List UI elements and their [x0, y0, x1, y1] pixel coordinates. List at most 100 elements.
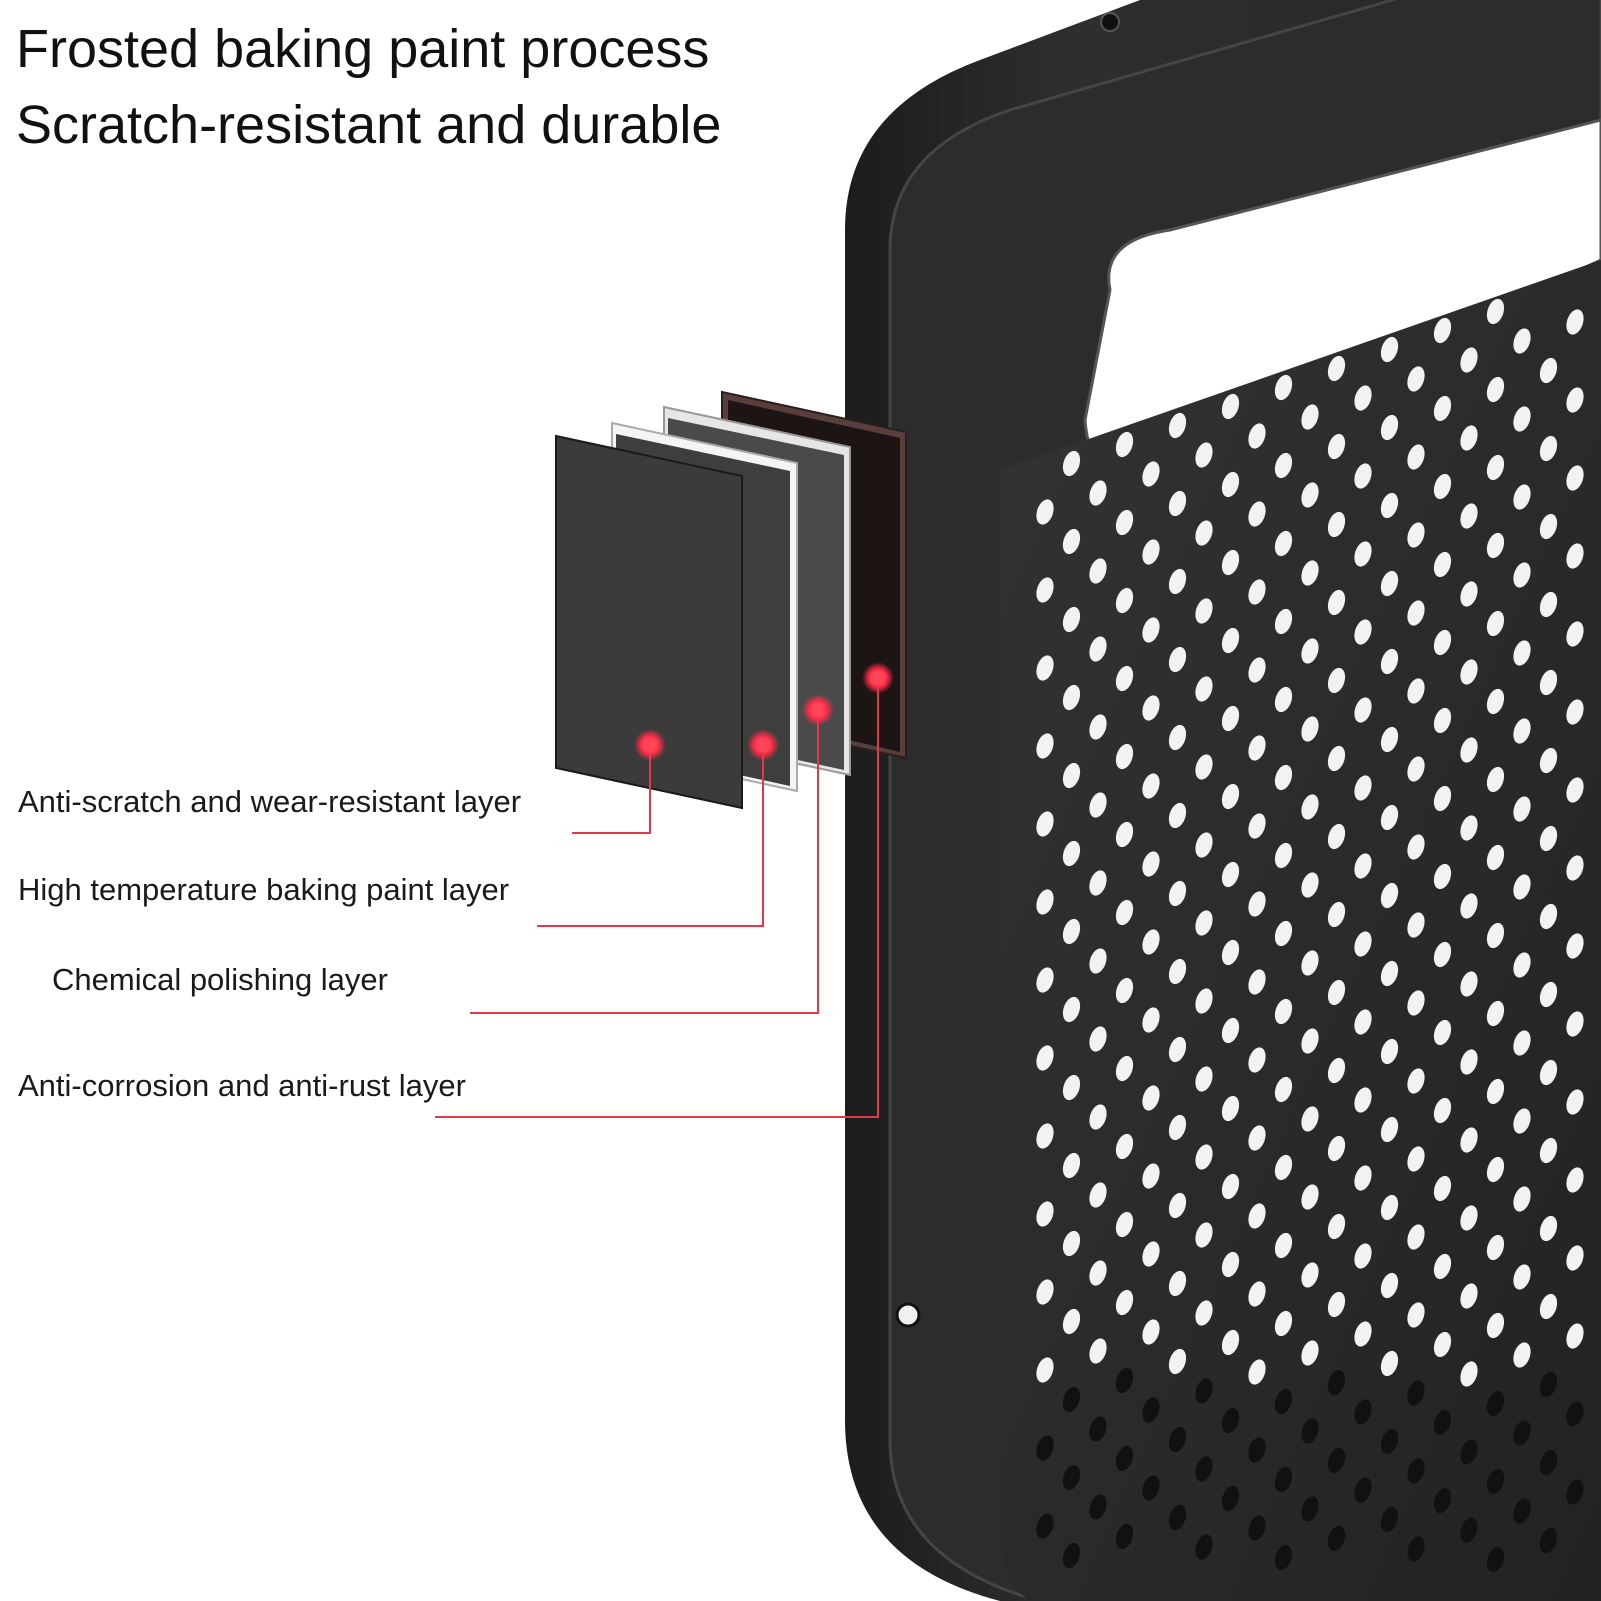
- perforation-hole: [1062, 1464, 1081, 1491]
- perforation-hole: [1513, 406, 1531, 432]
- perforation-hole: [1168, 1192, 1187, 1219]
- perforation-hole: [1486, 1078, 1505, 1105]
- perforation-hole: [1248, 1047, 1266, 1073]
- perforation-hole: [1354, 385, 1372, 411]
- perforation-hole: [1513, 484, 1531, 510]
- perforation-hole: [1089, 1416, 1107, 1442]
- perforation-hole: [1221, 1485, 1240, 1512]
- perforation-hole: [1354, 619, 1372, 645]
- perforation-hole: [1142, 929, 1160, 955]
- perforation-hole: [1062, 450, 1081, 477]
- perforation-hole: [1062, 528, 1081, 555]
- perforation-hole: [1354, 853, 1372, 879]
- leader-line-anti-scratch: [572, 745, 651, 834]
- perforation-hole: [1274, 1076, 1293, 1103]
- perforation-hole: [1407, 366, 1425, 392]
- perforation-hole: [1433, 707, 1452, 734]
- perforation-hole: [1062, 762, 1081, 789]
- perforation-hole: [1274, 374, 1293, 401]
- marker-dot-icon: [756, 738, 770, 752]
- marker-dot-icon: [811, 703, 825, 717]
- perforation-hole: [1380, 570, 1399, 597]
- perforation-hole: [1513, 1108, 1531, 1134]
- perforation-hole: [1195, 598, 1213, 624]
- perforation-hole: [1089, 1182, 1107, 1208]
- perforation-hole: [1380, 648, 1399, 675]
- perforation-hole: [1539, 1371, 1558, 1398]
- perforation-hole: [1354, 1399, 1372, 1425]
- perforation-hole: [1301, 794, 1319, 820]
- perforation-hole: [1460, 1361, 1478, 1387]
- perforation-hole: [1221, 705, 1240, 732]
- perforation-hole: [1513, 718, 1531, 744]
- perforation-hole: [1539, 669, 1558, 696]
- perforation-hole: [1354, 1009, 1372, 1035]
- perforation-hole: [1301, 560, 1319, 586]
- perforation-hole: [1221, 1173, 1240, 1200]
- perforation-hole: [1566, 1401, 1584, 1427]
- perforation-hole: [1486, 298, 1505, 325]
- perforation-hole: [1566, 933, 1584, 959]
- headline-line-2: Scratch-resistant and durable: [16, 95, 722, 155]
- perforation-hole: [1062, 606, 1081, 633]
- perforation-hole: [1168, 724, 1187, 751]
- headline-line-1: Frosted baking paint process: [16, 19, 710, 79]
- perforation-hole: [1460, 1127, 1478, 1153]
- perforation-hole: [1486, 1546, 1505, 1573]
- perforation-hole: [1566, 1323, 1584, 1349]
- perforation-hole: [1327, 355, 1346, 382]
- perforation-hole: [1115, 1289, 1134, 1316]
- perforation-hole: [1301, 1028, 1319, 1054]
- perforation-hole: [1301, 1418, 1319, 1444]
- perforation-hole: [1513, 1420, 1531, 1446]
- screw-hole-icon: [895, 1302, 921, 1328]
- perforation-hole: [1460, 503, 1478, 529]
- perforation-hole: [1566, 309, 1584, 335]
- perforation-hole: [1142, 851, 1160, 877]
- perforation-hole: [1274, 998, 1293, 1025]
- perforation-hole: [1380, 1038, 1399, 1065]
- perforation-hole: [1407, 1146, 1425, 1172]
- perforation-hole: [1274, 842, 1293, 869]
- perforation-hole: [1036, 1045, 1054, 1071]
- perforation-hole: [1168, 568, 1187, 595]
- perforation-hole: [1513, 328, 1531, 354]
- perforation-hole: [1301, 950, 1319, 976]
- perforation-hole: [1274, 1310, 1293, 1337]
- perforation-hole: [1433, 785, 1452, 812]
- perforation-hole: [1142, 695, 1160, 721]
- perforation-hole: [1433, 1097, 1452, 1124]
- perforation-hole: [1115, 977, 1134, 1004]
- leader-lines: [435, 678, 879, 1118]
- perforation-hole: [1195, 754, 1213, 780]
- perforation-hole: [1433, 629, 1452, 656]
- perforation-hole: [1142, 773, 1160, 799]
- label-anti-scratch-layer: Anti-scratch and wear-resistant layer: [18, 784, 522, 819]
- perforation-hole: [1062, 996, 1081, 1023]
- perforation-hole: [1433, 1253, 1452, 1280]
- perforation-hole: [1460, 737, 1478, 763]
- perforation-hole: [1380, 1350, 1399, 1377]
- perforation-hole: [1327, 901, 1346, 928]
- plate-anti-scratch: [555, 434, 743, 810]
- perforation-hole: [1486, 688, 1505, 715]
- perforation-hole: [1062, 1542, 1081, 1569]
- perforation-hole: [1142, 1163, 1160, 1189]
- perforation-hole: [1301, 1340, 1319, 1366]
- perforation-hole: [1221, 471, 1240, 498]
- perforation-hole: [1513, 1030, 1531, 1056]
- perforation-hole: [1380, 1194, 1399, 1221]
- perforation-hole: [1566, 1167, 1584, 1193]
- perforation-hole: [1168, 880, 1187, 907]
- perforation-hole: [1274, 686, 1293, 713]
- perforation-hole: [1407, 600, 1425, 626]
- perforation-hole: [1433, 551, 1452, 578]
- perforation-hole: [1062, 684, 1081, 711]
- perforation-hole: [1168, 1348, 1187, 1375]
- perforation-hole: [1142, 1007, 1160, 1033]
- perforation-hole: [1407, 1224, 1425, 1250]
- perforation-hole: [1407, 1536, 1425, 1562]
- perforation-hole: [1566, 543, 1584, 569]
- perforation-hole: [1221, 939, 1240, 966]
